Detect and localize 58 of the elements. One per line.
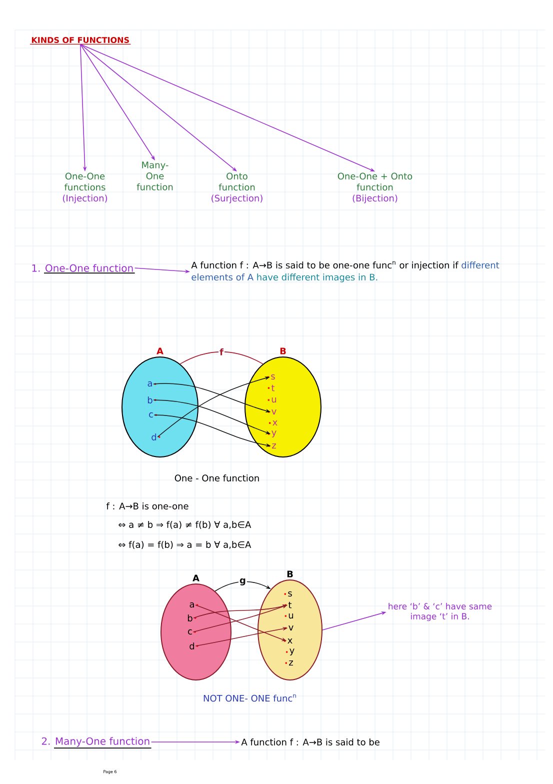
node-label: a [148, 381, 152, 387]
node-label: b [148, 396, 152, 404]
set-element: y [286, 648, 294, 656]
title: KINDS OF FUNCTIONS [30, 36, 132, 45]
node-label: x [272, 420, 278, 426]
node-label: y [290, 648, 294, 656]
set-element: a [190, 602, 198, 608]
set-element: d [152, 434, 160, 440]
diagram-caption: One - One function [174, 474, 259, 482]
node-label: c [149, 412, 153, 418]
node-label: s [288, 591, 292, 597]
node-label: y [272, 430, 276, 438]
node-label: s [271, 374, 275, 380]
node-label: u [272, 397, 276, 403]
node-label: B [287, 570, 293, 578]
node-label: a [190, 602, 194, 608]
node-label: z [272, 444, 276, 448]
set-element: c [149, 412, 157, 418]
set-element: a [148, 381, 156, 387]
definition-text: A function f : A→B is said to be [241, 738, 380, 746]
formula-line: ⇔ a ≠ b ⇒ f(a) ≠ f(b) ∀ a,b∈A [118, 521, 252, 530]
set-element: u [284, 613, 294, 619]
section-heading: 1. One-One function [32, 264, 136, 274]
set-element: b [148, 396, 156, 404]
node-label: A [192, 574, 200, 582]
set-element: z [285, 660, 293, 666]
set-element: t [268, 384, 275, 392]
category-label: One-One + Onto function (Bijection) [338, 172, 412, 204]
node-label: v [288, 626, 294, 630]
section-heading: 2. Many-One function [42, 737, 152, 748]
set-element: x [268, 420, 278, 426]
formula-line: f : A→B is one-one [106, 502, 188, 510]
node-label: z [289, 660, 293, 666]
node-label: v [272, 410, 276, 414]
set-element: d [190, 642, 198, 650]
node-label: u [288, 613, 294, 619]
node-label: b [188, 614, 192, 622]
node-label: x [288, 638, 292, 644]
node-label: A [156, 348, 164, 354]
node-label: c [188, 629, 192, 635]
edge-label: g [238, 577, 247, 586]
set-element: u [268, 397, 276, 403]
node-label: t [271, 384, 275, 392]
set-element: s [284, 591, 292, 597]
edge-label: f [218, 347, 224, 356]
category-label: One-One functions (Injection) [62, 172, 108, 204]
set-element: b [188, 614, 196, 622]
category-label: Many-One function [136, 162, 173, 190]
definition-text: A function f : A→B is said to be one-one func$^{n}$ or injection if different elements of A have different images in B. [191, 261, 500, 282]
node-label: d [190, 642, 194, 650]
category-label: Onto function (Surjection) [212, 172, 262, 204]
note-text: here ‘b’ & ‘c’ have same image ‘t’ in B. [388, 602, 492, 622]
node-label: d [152, 434, 156, 440]
formula-line: ⇔ f(a) = f(b) ⇒ a = b ∀ a,b∈A [118, 541, 252, 550]
node-label: t [288, 602, 292, 608]
set-element: c [188, 629, 196, 635]
node-label: B [280, 348, 286, 354]
diagram-caption: NOT ONE- ONE func$^{n}$ [204, 694, 296, 702]
